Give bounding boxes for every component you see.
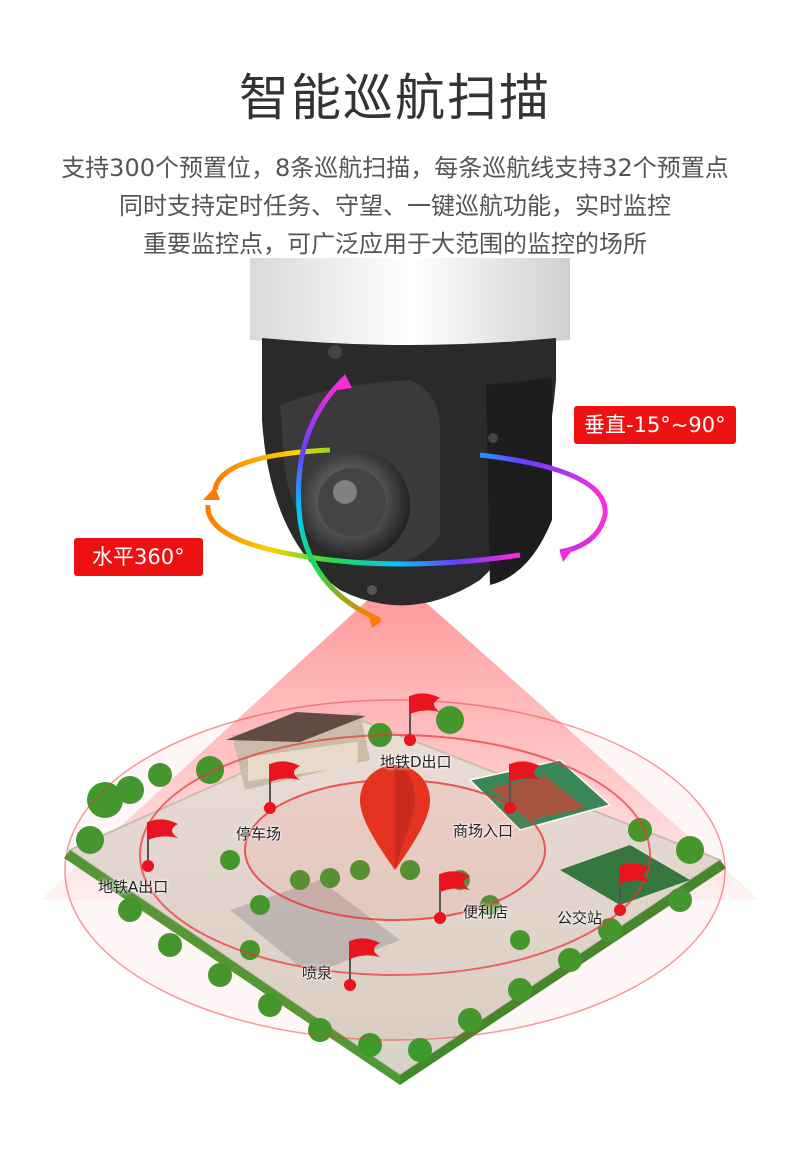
description-line-2: 同时支持定时任务、守望、一键巡航功能，实时监控: [119, 192, 671, 220]
flag-icon: [404, 693, 440, 746]
description-line-1: 支持300个预置位，8条巡航扫描，每条巡航线支持32个预置点: [61, 154, 729, 182]
flag-icon: [434, 871, 470, 924]
map-pin-icon: [360, 765, 430, 870]
page-title: 智能巡航扫描: [239, 69, 551, 127]
flag-icon: [142, 819, 178, 872]
flag-icon: [504, 761, 540, 814]
horizontal-range-badge: 水平360°: [74, 538, 203, 576]
rotation-arrow-icon: [203, 374, 608, 628]
location-label: 便利店: [463, 903, 509, 921]
flag-icon: [614, 863, 650, 916]
flag-icon: [264, 761, 300, 814]
vertical-range-badge: 垂直-15°~90°: [574, 406, 736, 444]
ptz-camera-icon: [250, 258, 570, 606]
location-label: 地铁D出口: [380, 753, 452, 771]
flag-icon: [344, 938, 380, 991]
description-line-3: 重要监控点，可广泛应用于大范围的监控的场所: [143, 230, 647, 258]
location-label: 地铁A出口: [98, 878, 169, 896]
location-label: 喷泉: [302, 964, 333, 982]
location-label: 公交站: [557, 909, 603, 927]
location-label: 停车场: [236, 825, 282, 843]
location-label: 商场入口: [453, 822, 514, 840]
flag-icon: [142, 693, 650, 991]
